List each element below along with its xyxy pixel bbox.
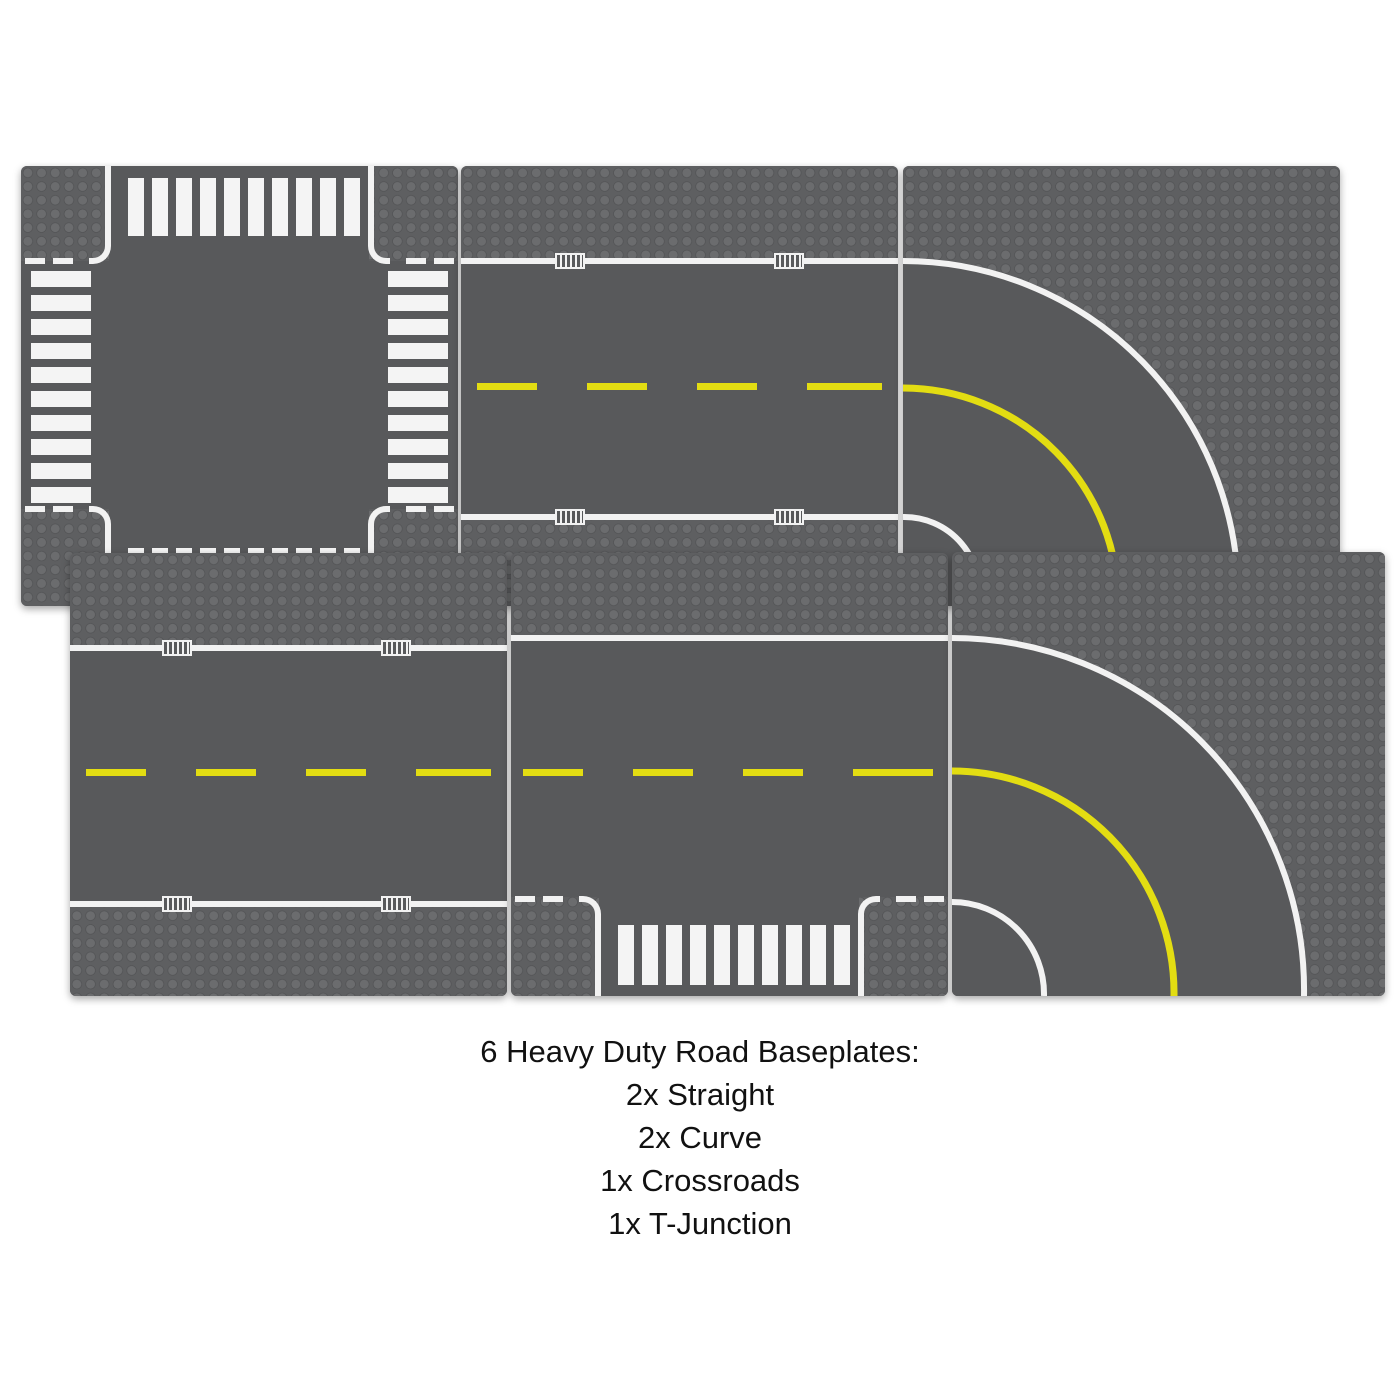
drain-grate xyxy=(381,896,411,912)
center-dash xyxy=(477,383,537,390)
center-dash xyxy=(697,383,757,390)
drain-grate xyxy=(162,896,192,912)
caption-title: 6 Heavy Duty Road Baseplates: xyxy=(480,1034,920,1069)
straight-baseplate xyxy=(461,166,898,606)
road-surface xyxy=(109,166,369,606)
center-dash xyxy=(633,769,693,776)
curve-baseplate xyxy=(952,552,1385,996)
product-caption: 6 Heavy Duty Road Baseplates: 2x Straigh… xyxy=(0,1030,1400,1245)
drain-grate xyxy=(555,509,585,525)
center-dash xyxy=(587,383,647,390)
center-dash xyxy=(306,769,366,776)
curb-marking xyxy=(89,166,111,264)
curve-baseplate xyxy=(903,166,1340,606)
straight-baseplate xyxy=(70,553,507,996)
crossroads-baseplate xyxy=(21,166,458,606)
t-junction-baseplate xyxy=(511,553,948,996)
center-dash xyxy=(853,769,933,776)
center-dash xyxy=(807,383,882,390)
curve-road-markings xyxy=(952,635,1308,996)
caption-item: 2x Straight xyxy=(625,1077,775,1112)
drain-grate xyxy=(162,640,192,656)
center-dash xyxy=(196,769,256,776)
edge-line-bottom xyxy=(461,514,898,520)
edge-line-bottom xyxy=(70,901,507,907)
curb-marking xyxy=(368,166,390,264)
caption-item: 1x Crossroads xyxy=(600,1163,800,1198)
curb-marking xyxy=(858,896,880,996)
drain-grate xyxy=(381,640,411,656)
edge-line-top xyxy=(511,635,948,641)
center-dash xyxy=(416,769,491,776)
edge-line-top xyxy=(461,258,898,264)
caption-item: 1x T-Junction xyxy=(608,1206,792,1241)
road-surface xyxy=(70,645,507,907)
curb-marking xyxy=(579,896,601,996)
curve-road-markings xyxy=(903,258,1242,606)
drain-grate xyxy=(774,509,804,525)
center-dash xyxy=(523,769,583,776)
edge-line-top xyxy=(70,645,507,651)
drain-grate xyxy=(774,253,804,269)
center-dash xyxy=(743,769,803,776)
center-dash xyxy=(86,769,146,776)
drain-grate xyxy=(555,253,585,269)
caption-item: 2x Curve xyxy=(637,1120,763,1155)
